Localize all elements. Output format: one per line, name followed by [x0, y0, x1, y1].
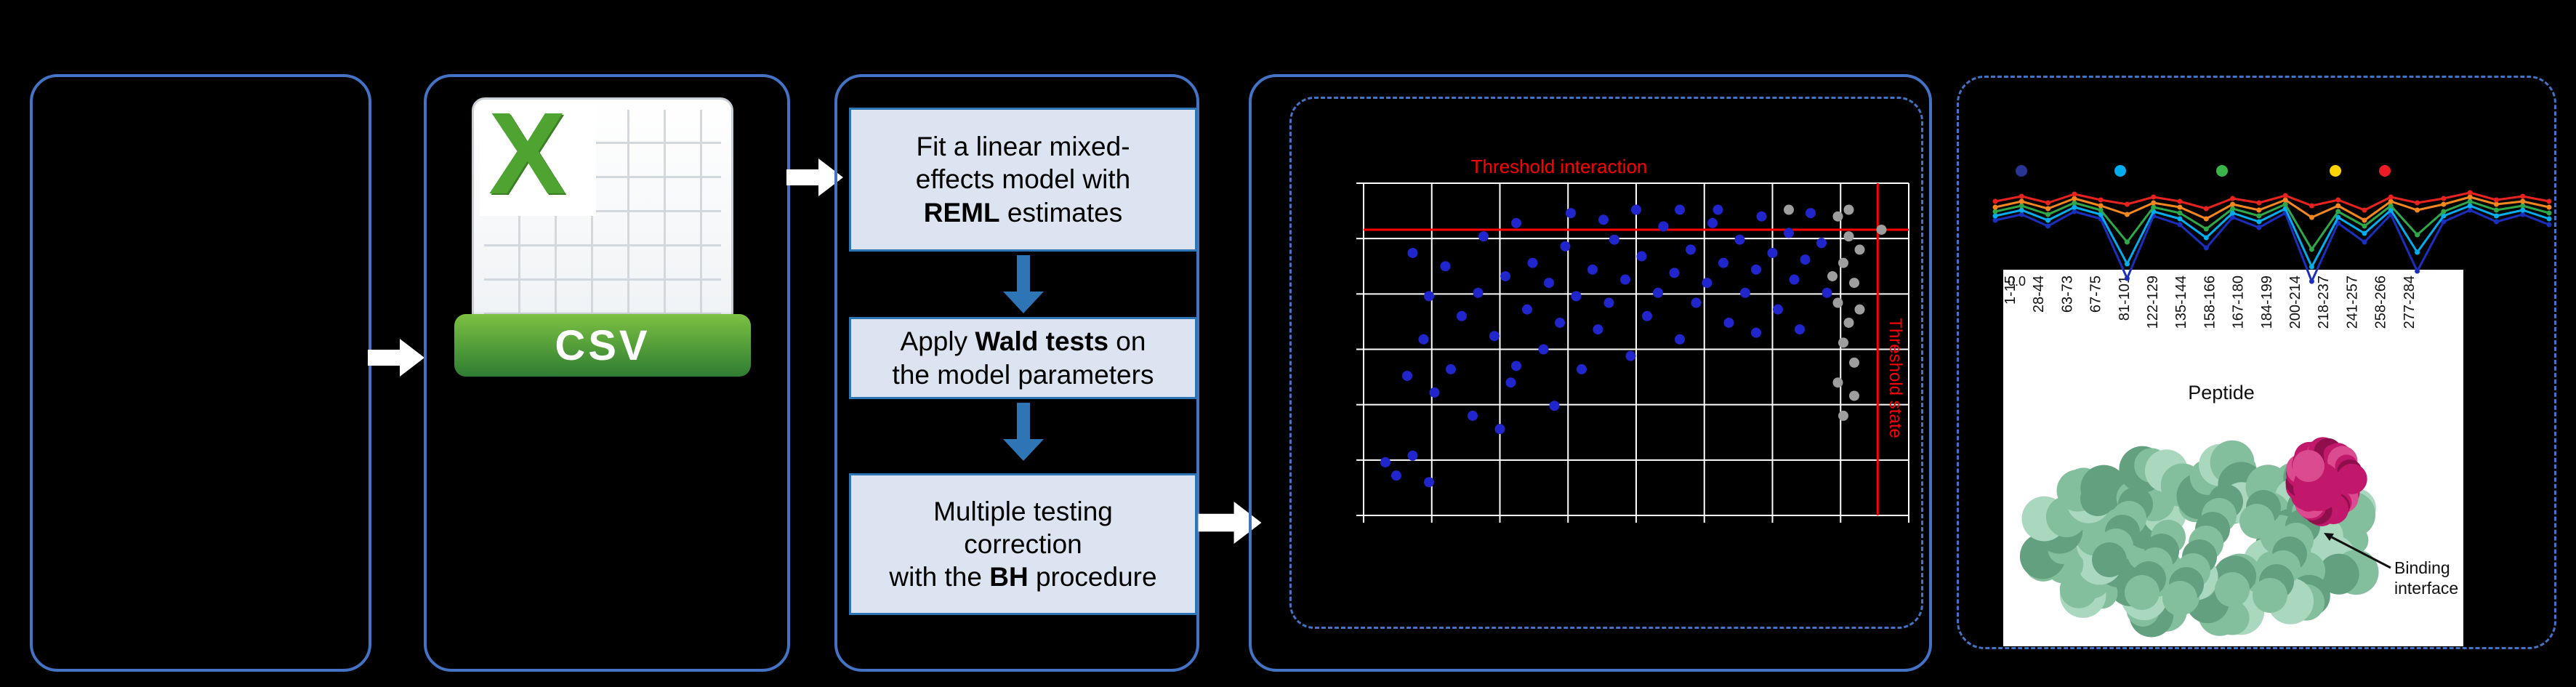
down-arrow-2 — [1003, 403, 1044, 461]
peptide-labels-and-protein: 1-15 28-44 63-73 67-75 81-101 122-129 135-144 1… — [2003, 276, 2418, 638]
process-box-bh: Multiple testing correction with the BH … — [849, 473, 1197, 615]
peptide-tick-label: 184-199 — [2259, 276, 2275, 329]
peptide-figure: 1-15 28-44 63-73 67-75 81-101 122-129 135-144 1… — [2003, 270, 2463, 646]
peptide-tick-label: 81-101 — [2117, 276, 2133, 321]
csv-sheet: X — [472, 88, 733, 347]
csv-banner-label: CSV — [555, 321, 651, 369]
binding-interface-label-2: interface — [2394, 579, 2458, 598]
csv-file-icon: X CSV — [451, 88, 754, 379]
peptide-tick-label: 258-266 — [2373, 276, 2389, 329]
down-arrow-1 — [1003, 255, 1044, 313]
peptide-tick-label: 158-166 — [2202, 276, 2218, 329]
csv-banner: CSV — [454, 314, 751, 377]
threshold-interaction-label: Threshold interaction — [1471, 156, 1648, 177]
csv-x-letter: X — [488, 88, 566, 218]
peptide-tick-label: 28-44 — [2031, 276, 2047, 313]
panel-statistics: Fit a linear mixed- effects model with R… — [834, 74, 1199, 672]
flow-arrow-right-2 — [786, 158, 843, 196]
peptide-tick-label: 63-73 — [2059, 276, 2075, 313]
uptake-chart — [1992, 165, 2552, 284]
peptide-axis-label: Peptide — [2188, 382, 2255, 403]
volcano-grid-and-points — [1356, 182, 1909, 523]
peptide-tick-label: 218-237 — [2316, 276, 2332, 329]
binding-interface-arrowhead — [2324, 533, 2334, 541]
panel-csv-input: X CSV — [424, 74, 790, 672]
uptake-lines-and-legend — [1992, 165, 2552, 284]
peptide-tick-label: 135-144 — [2173, 276, 2189, 329]
peptide-tick-label: 122-129 — [2145, 276, 2161, 329]
peptide-tick-label: 67-75 — [2088, 276, 2104, 313]
threshold-state-label: Threshold state — [1885, 318, 1905, 438]
panel-input — [30, 74, 371, 672]
flow-arrow-right-1 — [368, 339, 424, 377]
process-box-reml: Fit a linear mixed- effects model with R… — [849, 108, 1197, 252]
peptide-tick-label: 200-214 — [2287, 276, 2303, 329]
peptide-tick-label: 1-15 — [2003, 276, 2018, 305]
peptide-tick-label: 277-284 — [2402, 276, 2418, 329]
peptide-figure-svg: 1-15 28-44 63-73 67-75 81-101 122-129 135-144 1… — [2003, 274, 2458, 638]
binding-interface-label-1: Binding — [2394, 558, 2450, 577]
volcano-plot: Threshold interaction Threshold state — [1356, 156, 1909, 523]
panel-volcano-plot: Threshold interaction Threshold state — [1249, 74, 1932, 672]
flow-arrow-right-3 — [1198, 502, 1262, 544]
volcano-dashed-border — [1289, 97, 1923, 629]
panel-output: 1-15 28-44 63-73 67-75 81-101 122-129 135-144 1… — [1957, 76, 2556, 649]
y-axis-zero-label: 0.0 — [2008, 274, 2026, 289]
binding-interface-arrow — [2331, 536, 2391, 569]
peptide-tick-label: 241-257 — [2344, 276, 2360, 329]
peptide-tick-label: 167-180 — [2231, 276, 2247, 329]
process-box-wald: Apply Wald tests on the model parameters — [849, 317, 1197, 399]
